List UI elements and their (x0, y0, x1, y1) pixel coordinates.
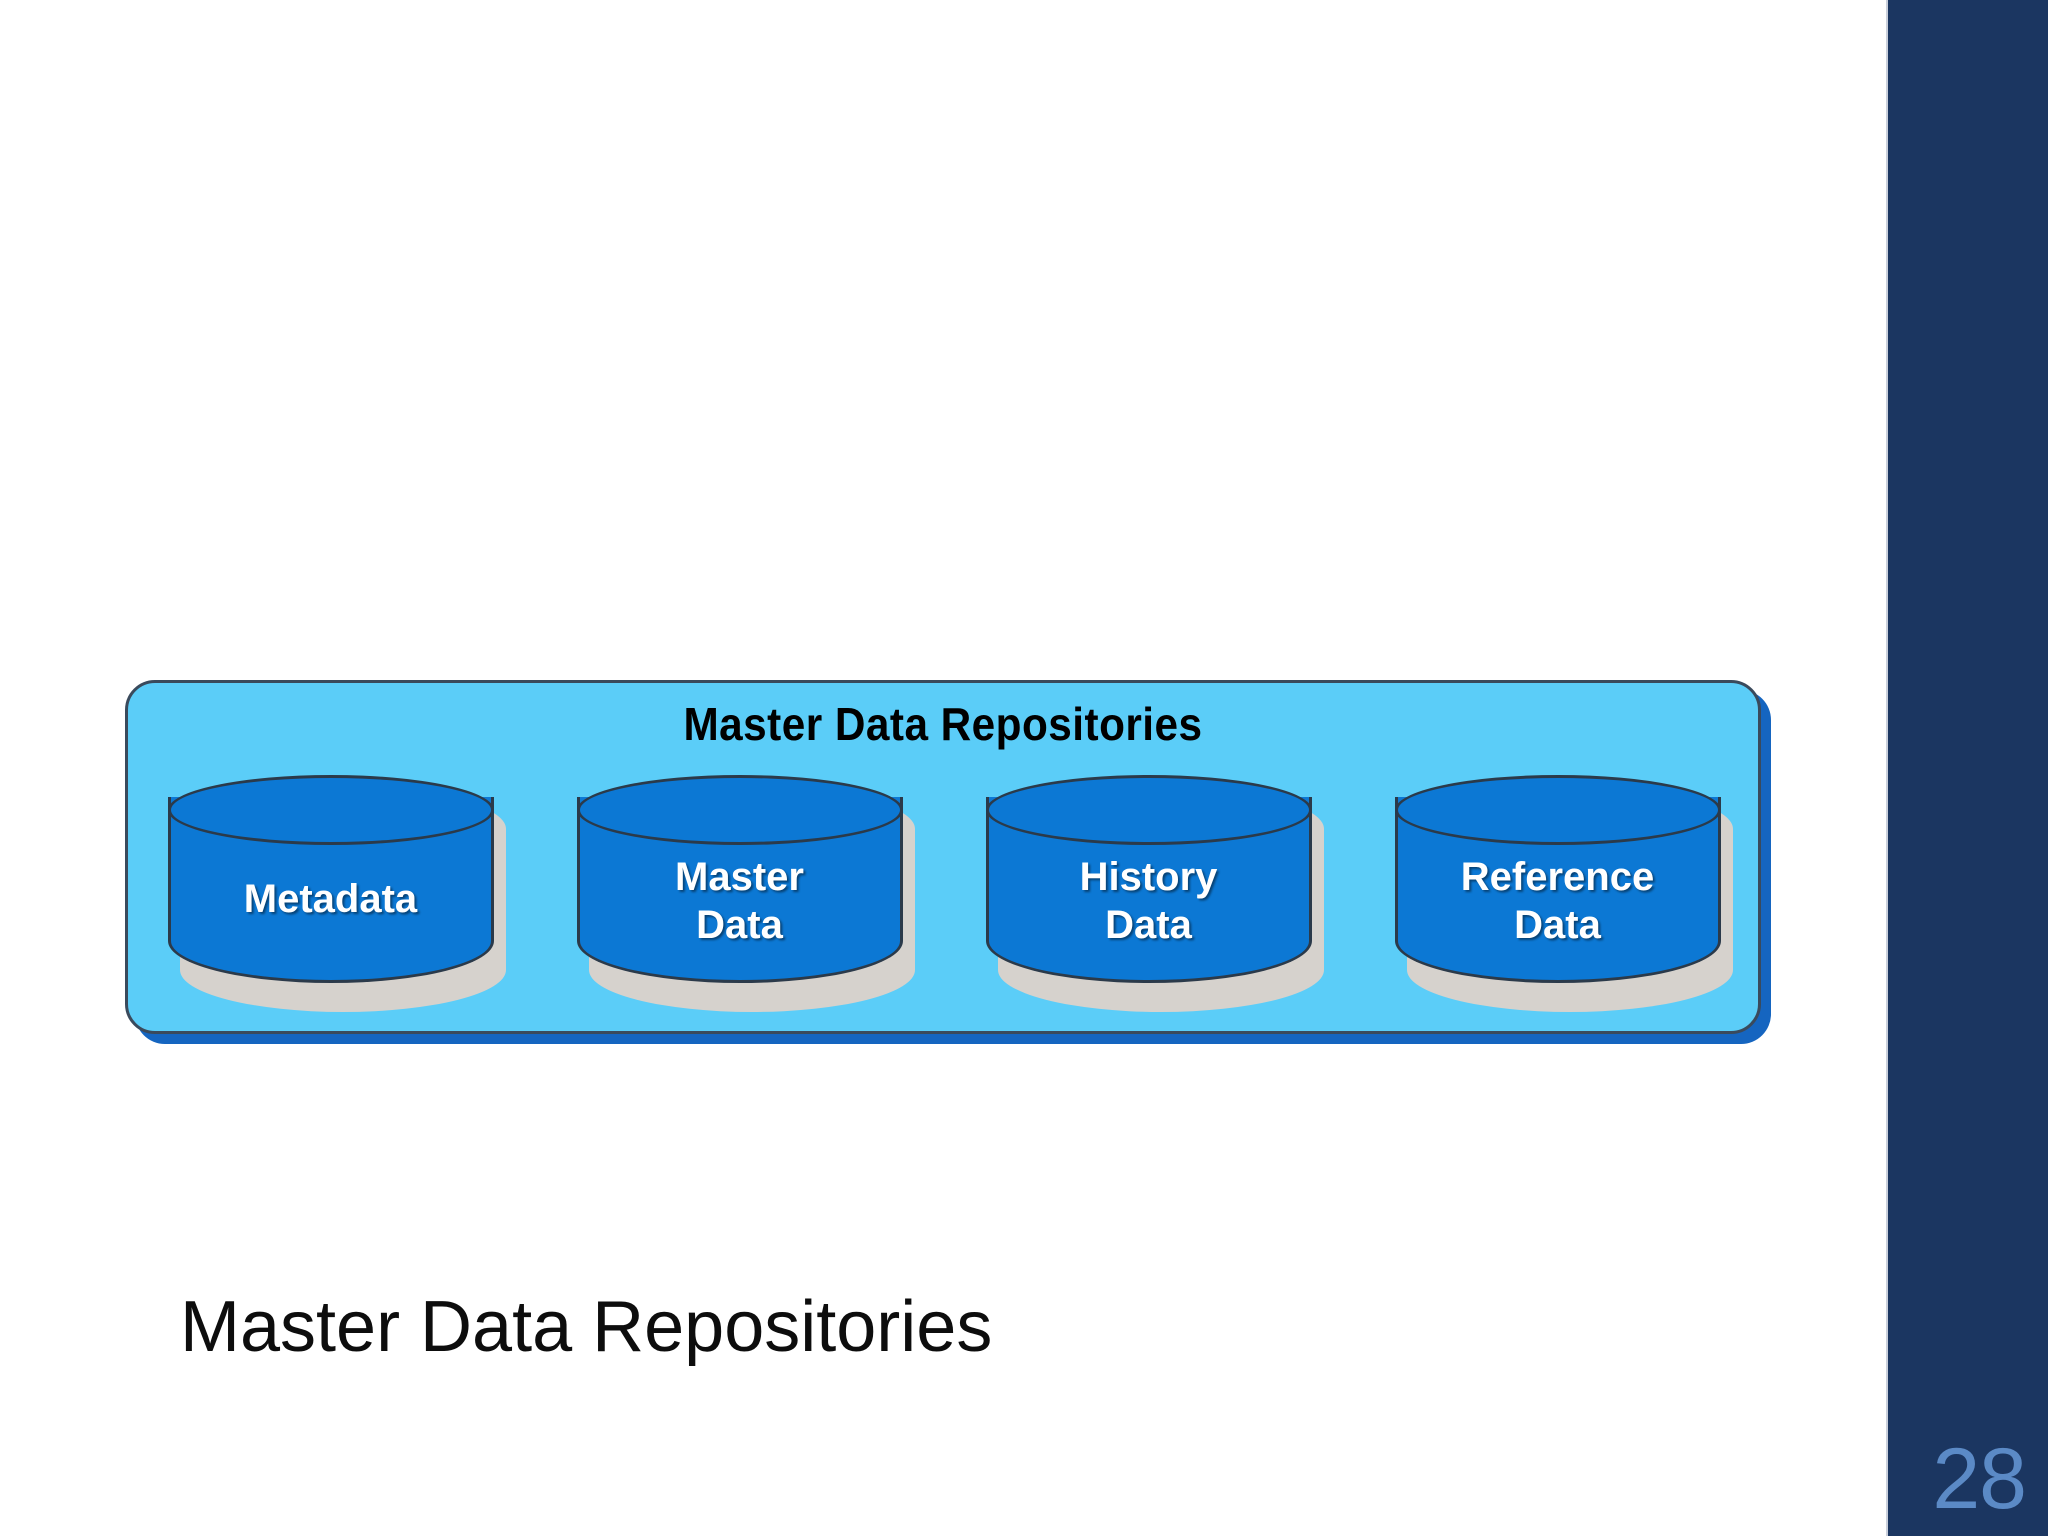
cylinder-label: Reference Data (1460, 855, 1655, 947)
cylinder-label: Master Data (675, 855, 804, 947)
master-data-repositories-diagram: Master Data Repositories Metadata Master… (125, 680, 1771, 1044)
slide-caption: Master Data Repositories (180, 1287, 993, 1367)
cylinder-label: History Data (1079, 855, 1218, 947)
cylinder-top-ellipse (1394, 775, 1721, 845)
diagram-title: Master Data Repositories (683, 698, 1203, 750)
repository-cylinder-master-data[interactable]: Master Data (576, 775, 915, 1012)
repository-cylinder-row: Metadata Master Data History Data (128, 775, 1758, 1025)
cylinder-top-ellipse (576, 775, 903, 845)
slide-number: 28 (1932, 1431, 2027, 1527)
diagram-container: Master Data Repositories Metadata Master… (125, 680, 1761, 1034)
cylinder-label: Metadata (243, 877, 418, 921)
cylinder-top-ellipse (985, 775, 1312, 845)
repository-cylinder-metadata[interactable]: Metadata (167, 775, 506, 1012)
cylinder-top-ellipse (167, 775, 494, 845)
repository-cylinder-history-data[interactable]: History Data (985, 775, 1324, 1012)
repository-cylinder-reference-data[interactable]: Reference Data (1394, 775, 1733, 1012)
slide-sidebar: 28 (1886, 0, 2048, 1536)
